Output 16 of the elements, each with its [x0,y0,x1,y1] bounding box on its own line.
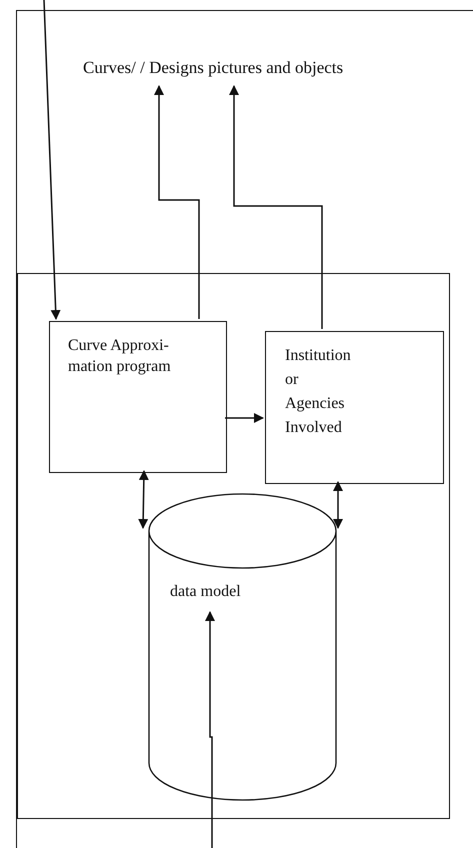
frame-box [16,10,473,848]
node-text: data model [170,582,242,602]
node-text: Curves/ / Designs pictures and objects [83,57,344,79]
database-cylinder [148,494,337,800]
process-box [265,331,444,484]
node-text: Curve Approxi- mation program [68,336,172,377]
arrow [333,481,343,529]
node-text: Institution or Agencies Involved [285,346,352,438]
arrow [205,611,215,848]
arrow [229,85,323,329]
arrow [225,413,264,423]
arrow [43,0,61,320]
arrow [154,85,200,319]
process-box [49,321,227,473]
arrow [138,470,149,529]
frame-box [17,273,450,819]
